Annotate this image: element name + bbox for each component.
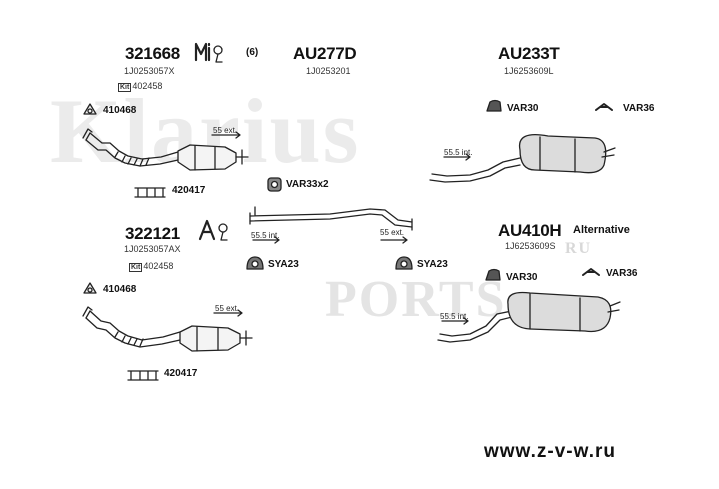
clamp-var33-label: VAR33x2 xyxy=(286,179,329,190)
clamp-sya23-icon-2 xyxy=(395,256,413,270)
dimension-arrow-4 xyxy=(252,236,280,244)
catalytic-converter-front-pipe-2 xyxy=(82,306,253,352)
bracket-410468-label: 410468 xyxy=(103,105,137,116)
dimension-label-5: 55 ext. xyxy=(380,228,405,237)
dimension-arrow-5 xyxy=(380,236,408,244)
middle-pipe xyxy=(249,206,413,231)
dimension-label-3: 55 ext. xyxy=(215,304,240,313)
dimension-arrow-6 xyxy=(441,317,469,325)
var36-label: VAR36 xyxy=(623,103,655,114)
oem-ref-2: 1J0253201 xyxy=(306,66,351,76)
clamp-sya23-icon xyxy=(246,256,264,270)
bracket-420417-icon xyxy=(134,187,166,198)
dimension-label-2: 55.5 int. xyxy=(444,148,473,157)
oem-ref-1: 1J0253057X xyxy=(124,66,175,76)
rear-silencer-assembly-2 xyxy=(437,291,621,343)
var36-label-2: VAR36 xyxy=(606,268,638,279)
dimension-label-4: 55.5 int. xyxy=(251,231,280,240)
rear-silencer-assembly-1 xyxy=(429,133,616,183)
alternative-label: Alternative xyxy=(573,224,630,236)
rubber-mount-var30-icon xyxy=(486,99,502,112)
oem-ref-4: 1J0253057AX xyxy=(124,244,181,254)
dimension-arrow-2 xyxy=(443,153,471,161)
bracket-420417-label-2: 420417 xyxy=(164,368,198,379)
bracket-420417-label: 420417 xyxy=(172,185,206,196)
hanger-var36-icon xyxy=(595,103,613,111)
part-code-321668: 321668 xyxy=(125,44,180,63)
rubber-mount-var30-icon-2 xyxy=(485,268,501,281)
ru-watermark: RU xyxy=(565,240,593,257)
part-code-322121: 322121 xyxy=(125,224,180,243)
dimension-label-1: 55 ext. xyxy=(213,126,238,135)
part-code-au277d: AU277D xyxy=(293,44,357,63)
part-code-au233t: AU233T xyxy=(498,44,560,63)
oem-ref-5: 1J6253609S xyxy=(505,241,556,251)
sya23-label-1: SYA23 xyxy=(268,259,299,270)
kit-number-1: 402458 xyxy=(132,81,163,91)
clamp-var33-icon xyxy=(267,177,282,192)
mounting-icon-2 xyxy=(198,219,228,241)
hanger-var36-icon-2 xyxy=(582,268,600,276)
kit-number-4: 402458 xyxy=(143,261,174,271)
part-count: (6) xyxy=(246,47,259,58)
bracket-420417-icon-2 xyxy=(127,370,159,381)
bracket-410468-icon xyxy=(83,103,97,115)
var30-label: VAR30 xyxy=(507,103,539,114)
var30-label-2: VAR30 xyxy=(506,272,538,283)
dimension-arrow-3 xyxy=(213,309,243,317)
dimension-arrow-1 xyxy=(211,131,241,139)
mounting-icon xyxy=(194,42,223,63)
catalytic-converter-front-pipe-1 xyxy=(82,128,249,171)
bracket-410468-label-2: 410468 xyxy=(103,284,137,295)
website-url: www.z-v-w.ru xyxy=(484,441,616,462)
dimension-label-6: 55.5 int. xyxy=(440,312,469,321)
ports-watermark: PORTS xyxy=(325,271,507,328)
oem-ref-3: 1J6253609L xyxy=(504,66,554,76)
sya23-label-2: SYA23 xyxy=(417,259,448,270)
part-code-au410h: AU410H xyxy=(498,221,562,240)
bracket-410468-icon-2 xyxy=(83,282,97,294)
